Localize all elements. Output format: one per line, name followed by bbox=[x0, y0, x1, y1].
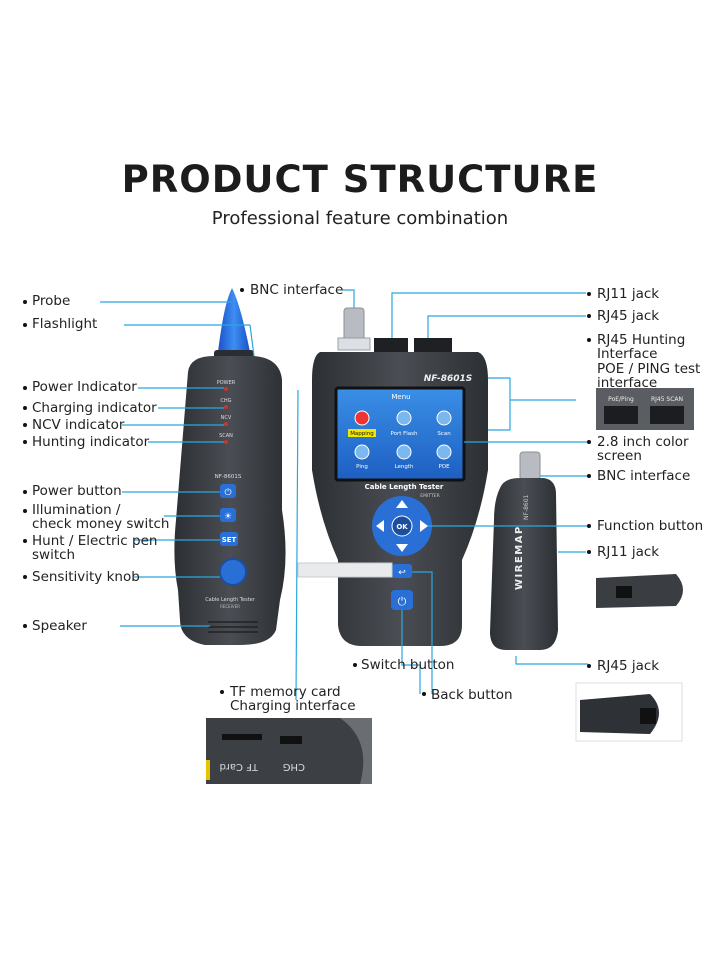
led-label-ncv: NCV bbox=[221, 415, 232, 421]
callout-sensitivity-knob: Sensitivity knob bbox=[32, 569, 140, 585]
switch-power-icon: ⏻ bbox=[398, 596, 407, 608]
set-label: SET bbox=[222, 536, 237, 544]
inset-rj11 bbox=[596, 570, 690, 610]
inset-tf-label: TF Card bbox=[220, 761, 259, 772]
page-title: PRODUCT STRUCTURE bbox=[121, 158, 599, 201]
probe-tip bbox=[218, 288, 250, 352]
callout-power-button: Power button bbox=[32, 483, 122, 499]
callout-interface-2: interface bbox=[597, 375, 658, 391]
arrow-right-icon bbox=[420, 520, 428, 532]
callout-flashlight: Flashlight bbox=[32, 316, 98, 332]
callout-screen: screen bbox=[597, 448, 642, 464]
bnc-connector bbox=[343, 307, 365, 343]
indicator-leds bbox=[224, 387, 228, 444]
leader-lines bbox=[100, 289, 590, 701]
receiver-model: NF-8601S bbox=[215, 474, 242, 480]
menu-item-scan: Scan bbox=[437, 431, 451, 437]
inset-ports: PoE/Ping RJ45 SCAN bbox=[596, 388, 694, 430]
callout-tf-card: TF memory card bbox=[230, 684, 341, 700]
menu-item-port-flash: Port Flash bbox=[390, 431, 418, 437]
callout-check-money: check money switch bbox=[32, 516, 170, 532]
menu-item-ping: Ping bbox=[356, 464, 368, 470]
set-button bbox=[220, 532, 238, 546]
menu-icons bbox=[354, 410, 452, 460]
receiver-footer: Cable Length Tester bbox=[205, 597, 256, 603]
arrow-up-icon bbox=[396, 500, 408, 508]
speaker-grille bbox=[208, 621, 258, 633]
callout-power-indicator: Power Indicator bbox=[32, 379, 137, 395]
menu-title: Menu bbox=[391, 393, 410, 401]
rj45-port bbox=[414, 338, 452, 354]
menu-item-mapping: Mapping bbox=[350, 431, 374, 437]
receiver-footer-sub: RECEIVER bbox=[220, 604, 240, 609]
callout-rj45-hunting: RJ45 Hunting bbox=[597, 332, 686, 348]
back-button bbox=[392, 564, 412, 578]
light-icon: ☀ bbox=[224, 511, 232, 521]
device-sub: EMITTER bbox=[420, 493, 439, 499]
switch-button bbox=[391, 590, 413, 610]
callout-illumination: Illumination / bbox=[32, 502, 121, 518]
led-label-chg: CHG bbox=[220, 398, 231, 404]
wiremap-remote: WIREMAP NF-8601 bbox=[490, 451, 558, 650]
arrow-left-icon bbox=[376, 520, 384, 532]
power-button bbox=[220, 484, 236, 498]
callout-probe: Probe bbox=[32, 293, 71, 309]
receiver-device: POWER CHG NCV SCAN NF-8601S ⏻ ☀ SET Cabl… bbox=[174, 288, 286, 645]
callout-speaker: Speaker bbox=[32, 618, 87, 634]
callout-bnc-interface-top: BNC interface bbox=[250, 282, 344, 298]
arrow-down-icon bbox=[396, 544, 408, 552]
callout-hunt-electric-pen: Hunt / Electric pen bbox=[32, 533, 158, 549]
device-label: Cable Length Tester bbox=[365, 483, 444, 491]
wiremap-model: NF-8601 bbox=[523, 494, 530, 520]
menu-item-length: Length bbox=[395, 464, 414, 470]
receiver-body bbox=[174, 356, 286, 645]
callout-function-button: Function button bbox=[597, 518, 704, 534]
callout-poe-ping: POE / PING test bbox=[597, 361, 701, 377]
inset-label-poe: PoE/Ping bbox=[608, 396, 634, 403]
power-icon: ⏻ bbox=[224, 487, 231, 497]
inset-label-scan: RJ45 SCAN bbox=[651, 396, 683, 403]
callout-bnc-interface-right: BNC interface bbox=[597, 468, 691, 484]
callout-charging-interface: Charging interface bbox=[230, 698, 356, 714]
callout-rj45-jack-bottom: RJ45 jack bbox=[597, 658, 660, 674]
led-label-power: POWER bbox=[217, 380, 236, 386]
illumination-button bbox=[220, 508, 236, 522]
leader-dots bbox=[23, 288, 591, 696]
page-subtitle: Professional feature combination bbox=[211, 208, 509, 229]
callout-hunting-indicator: Hunting indicator bbox=[32, 434, 150, 450]
wiremap-body bbox=[490, 478, 558, 650]
callout-interface: Interface bbox=[597, 346, 658, 362]
back-icon: ↩ bbox=[398, 567, 406, 577]
ok-label: OK bbox=[396, 523, 408, 531]
sensitivity-knob bbox=[219, 558, 247, 586]
inset-rj45 bbox=[575, 682, 683, 742]
menu-item-poe: POE bbox=[438, 464, 450, 470]
main-model: NF-8601S bbox=[424, 374, 473, 384]
callout-ncv-indicator: NCV indicator bbox=[32, 417, 125, 433]
callout-color-screen: 2.8 inch color bbox=[597, 434, 689, 450]
main-tester-device: NF-8601S Menu Mapping Port Flash Scan Pi… bbox=[312, 307, 488, 646]
callout-rj11-jack-bottom: RJ11 jack bbox=[597, 544, 660, 560]
callout-rj11-jack-top: RJ11 jack bbox=[597, 286, 660, 302]
led-label-scan: SCAN bbox=[219, 433, 233, 439]
callout-rj45-jack-top: RJ45 jack bbox=[597, 308, 660, 324]
rj11-port bbox=[374, 338, 408, 354]
cable-stub bbox=[297, 562, 393, 578]
lcd-screen bbox=[334, 386, 466, 482]
inset-chg-label: CHG bbox=[283, 761, 305, 772]
callout-switch: switch bbox=[32, 547, 76, 563]
callout-back-button: Back button bbox=[431, 687, 513, 703]
inset-card: TF Card CHG bbox=[206, 718, 372, 784]
wiremap-label: WIREMAP bbox=[514, 525, 525, 590]
callout-switch-button: Switch button bbox=[361, 657, 455, 673]
callout-charging-indicator: Charging indicator bbox=[32, 400, 157, 416]
